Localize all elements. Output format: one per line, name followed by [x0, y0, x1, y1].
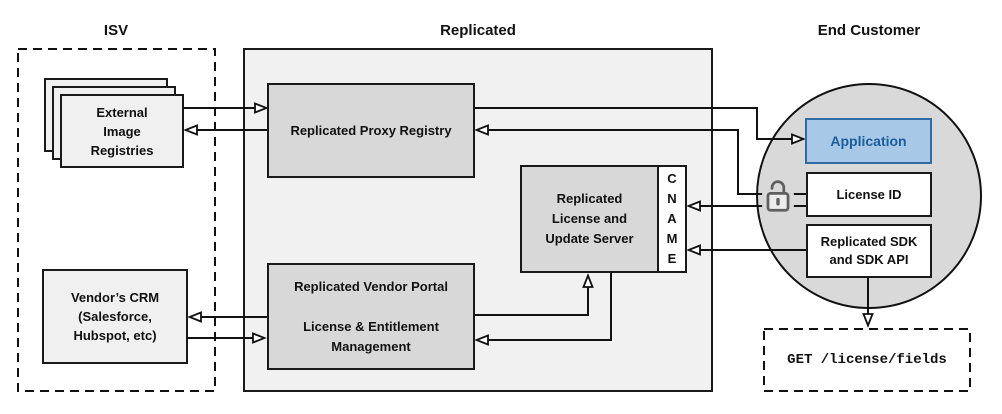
- section-title-isv: ISV: [103, 22, 129, 39]
- external-image-registries: External Image Registries: [60, 94, 184, 168]
- get-license-fields-box: [763, 328, 971, 392]
- isv-container: [17, 48, 216, 392]
- application-box: Application: [805, 118, 932, 164]
- cname-strip: C N A M E: [657, 165, 687, 273]
- section-title-replicated: Replicated: [440, 22, 516, 39]
- get-license-fields-label: GET /license/fields: [787, 352, 947, 368]
- replicated-proxy-registry: Replicated Proxy Registry: [267, 83, 475, 178]
- edge-portal-to-server: [475, 276, 588, 316]
- license-update-server: Replicated License and Update Server: [520, 165, 659, 273]
- edge-proxy-to-application: [475, 107, 803, 139]
- edge-server-to-portal: [477, 273, 612, 340]
- vendor-portal: Replicated Vendor Portal License & Entit…: [267, 263, 475, 370]
- unlocked-padlock-icon: [762, 177, 794, 215]
- license-id-box: License ID: [806, 172, 932, 217]
- section-title-end-customer: End Customer: [817, 22, 921, 39]
- vendors-crm: Vendor’s CRM (Salesforce, Hubspot, etc): [42, 269, 188, 364]
- replicated-sdk-box: Replicated SDK and SDK API: [806, 224, 932, 278]
